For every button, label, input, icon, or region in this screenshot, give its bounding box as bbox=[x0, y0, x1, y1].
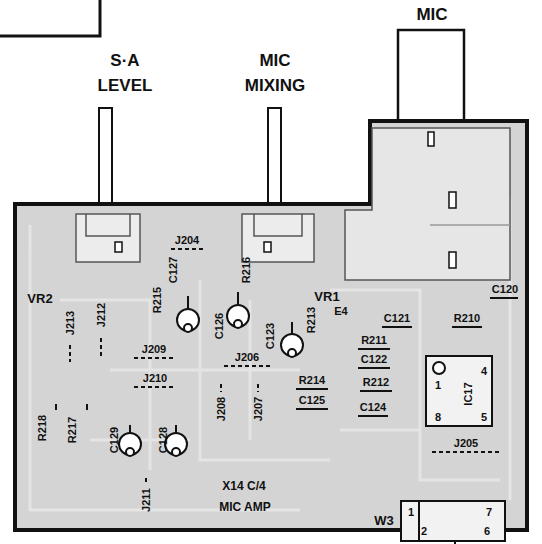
part-label: C124 bbox=[360, 402, 386, 413]
part-label: MIC MIXING bbox=[235, 49, 315, 98]
part-label: R214 bbox=[299, 375, 325, 386]
pin-number: 4 bbox=[481, 366, 487, 377]
part-label: C126 bbox=[214, 313, 225, 339]
part-label: MIC AMP bbox=[219, 501, 271, 513]
part-label: S·A LEVEL bbox=[90, 49, 160, 98]
pin-number: 8 bbox=[435, 412, 441, 423]
part-label: VR2 bbox=[27, 292, 52, 305]
pin-number: 6 bbox=[484, 526, 490, 537]
part-label: VR1 bbox=[314, 290, 339, 303]
part-label: R215 bbox=[152, 287, 163, 313]
part-label: C121 bbox=[384, 313, 410, 324]
part-label: R211 bbox=[361, 335, 387, 346]
pin-number: 1 bbox=[408, 507, 414, 518]
part-label: R210 bbox=[454, 313, 480, 324]
part-label: R212 bbox=[363, 377, 389, 388]
pin-number: 7 bbox=[486, 507, 492, 518]
pin1-mark bbox=[432, 361, 446, 375]
part-label: J207 bbox=[253, 397, 264, 421]
part-label: MIC bbox=[416, 6, 447, 23]
part-label: J209 bbox=[142, 344, 166, 355]
part-label: X14 C/4 bbox=[222, 480, 265, 492]
part-label: J213 bbox=[65, 311, 76, 335]
part-label: C123 bbox=[265, 323, 276, 349]
connector-block: W31276 bbox=[400, 500, 506, 542]
part-label: C120 bbox=[492, 284, 518, 295]
pin-number: 1 bbox=[435, 380, 441, 391]
part-label: J212 bbox=[96, 303, 107, 327]
part-label: J204 bbox=[175, 235, 199, 246]
part-label: C128 bbox=[158, 427, 169, 453]
pin-number: 2 bbox=[421, 526, 427, 537]
part-label: R217 bbox=[67, 417, 78, 443]
part-label: J208 bbox=[216, 397, 227, 421]
part-label: R218 bbox=[37, 415, 48, 441]
node-heading: W3 bbox=[374, 514, 394, 527]
part-label: J211 bbox=[141, 488, 152, 512]
pin-divider bbox=[418, 502, 420, 540]
node-heading: IC17 bbox=[463, 382, 474, 405]
part-label: C129 bbox=[109, 427, 120, 453]
part-label: E4 bbox=[334, 306, 347, 317]
part-label: C127 bbox=[168, 257, 179, 283]
pin-number: 5 bbox=[481, 412, 487, 423]
part-label: J210 bbox=[143, 373, 167, 384]
part-label: J206 bbox=[235, 352, 259, 363]
part-label: R213 bbox=[306, 307, 317, 333]
part-label: J205 bbox=[454, 438, 478, 449]
part-label: R216 bbox=[241, 257, 252, 283]
ic-package: IC17 1 4 8 5 bbox=[425, 355, 493, 427]
part-label: C122 bbox=[361, 354, 387, 365]
part-label: C125 bbox=[299, 395, 325, 406]
